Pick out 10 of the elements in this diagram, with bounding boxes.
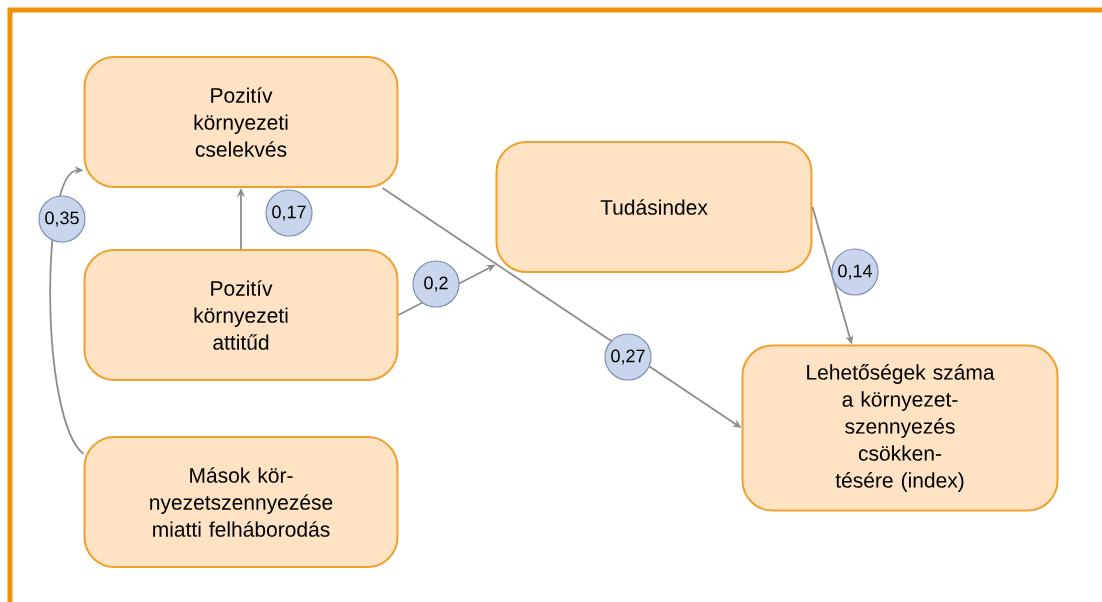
rounded-box: Tudásindex (495, 141, 813, 273)
edge-label: 0,14 (831, 248, 879, 296)
rounded-box: Pozitív környezeti cselekvés (83, 56, 399, 188)
edge-label: 0,2 (412, 260, 460, 308)
edge-label: 0,35 (38, 195, 86, 243)
rounded-box: Lehetőségek száma a környezet-szennyezés csökken-tésére (index) (741, 344, 1059, 512)
rounded-box: Pozitív környezeti attitűd (83, 249, 399, 381)
edge-label: 0,27 (604, 333, 652, 381)
edge-label: 0,17 (265, 189, 313, 237)
rounded-box: Mások kör-nyezetszennyezése miatti felháborodás (83, 436, 399, 568)
